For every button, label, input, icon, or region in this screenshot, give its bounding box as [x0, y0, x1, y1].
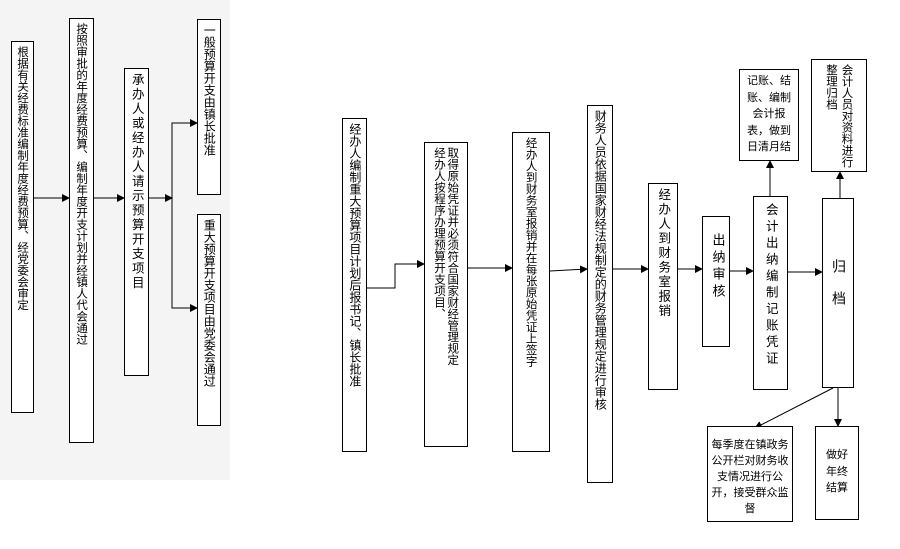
arrow-right-3-4 [549, 265, 588, 274]
right-box-year-end: 做好年终结算 [815, 426, 859, 520]
left-box-expense-plan: 按照审批的年度经费预算、编制年度开支计划并经镇人代会通过 [69, 18, 94, 443]
right-box-public-disclosure: 每季度在镇政务公开栏对财务收支情况进行公开，接受群众监督 [707, 426, 793, 522]
left-box-budget-prepare: 根据有关经费标准编制年度经费预算、经党委会审定 [11, 41, 34, 413]
right-box-archive-sort: 会计人员对资料进行整理归档 [811, 59, 867, 172]
left-box-general-approval-text: 一般预算开支由镇长批准 [202, 24, 217, 156]
left-box-major-approval: 重大预算开支项目由党委会通过 [197, 214, 221, 426]
arrow-right-8-11 [754, 387, 834, 429]
right-box-reimburse: 经办人到财务室报销 [648, 183, 678, 390]
right-box-process-items: 经办人按程序办理预算开支项目、 取得原始凭证并必须符合国家财经管理规定 [424, 142, 468, 447]
left-box-budget-prepare-text: 根据有关经费标准编制年度经费预算、经党委会审定 [16, 46, 31, 311]
left-box-expense-plan-text: 按照审批的年度经费预算、编制年度开支计划并经镇人代会通过 [75, 23, 90, 345]
arrow-right-1-2 [367, 260, 425, 289]
right-box-major-plan-text: 经办人编制重大预算项目计划后报书记、镇长批准 [347, 123, 362, 387]
right-box-archive-text: 归档 [830, 259, 847, 323]
right-box-process-items-col2: 取得原始凭证并必须符合国家财经管理规定 [446, 147, 461, 366]
right-box-public-disclosure-text: 每季度在镇政务公开栏对财务收支情况进行公开，接受群众监督 [711, 438, 789, 515]
right-box-year-end-text: 做好年终结算 [826, 448, 848, 494]
arrow-left-split-bottom [171, 200, 198, 312]
right-box-archive-sort-text: 会计人员对资料进行整理归档 [825, 64, 855, 168]
right-box-finance-review: 财务人员依据国家财经法规制定的财务管理规定进行审核 [587, 105, 613, 483]
left-flow-panel [0, 0, 230, 480]
right-box-bookkeeping: 记账、结账、编制会计报表，做到日清月结 [739, 69, 799, 161]
right-box-process-items-col1: 经办人按程序办理预算开支项目、 [433, 147, 447, 320]
left-box-major-approval-text: 重大预算开支项目由党委会通过 [202, 219, 217, 387]
left-box-general-approval: 一般预算开支由镇长批准 [197, 19, 221, 195]
left-box-request-items-text: 承办人或经办人请示预算开支项目 [129, 73, 145, 291]
left-box-request-items: 承办人或经办人请示预算开支项目 [124, 68, 149, 376]
right-box-voucher: 会计出纳编制记账凭证 [753, 196, 788, 390]
right-box-bookkeeping-text: 记账、结账、编制会计报表，做到日清月结 [747, 74, 791, 153]
arrow-left-split-top [171, 119, 198, 200]
right-box-reimburse-sign: 经办人到财务室报销并在每张原始凭证上签字 [512, 132, 550, 452]
right-box-reimburse-text: 经办人到财务室报销 [656, 188, 672, 319]
right-box-finance-review-text: 财务人员依据国家财经法规制定的财务管理规定进行审核 [593, 110, 608, 410]
right-box-reimburse-sign-text: 经办人到财务室报销并在每张原始凭证上签字 [524, 137, 539, 367]
right-box-voucher-text: 会计出纳编制记账凭证 [763, 203, 779, 368]
right-box-cashier-review: 出纳审核 [702, 216, 730, 347]
right-box-archive: 归档 [822, 198, 854, 388]
right-box-cashier-review-text: 出纳审核 [709, 233, 725, 301]
right-box-major-plan: 经办人编制重大预算项目计划后报书记、镇长批准 [342, 118, 367, 452]
